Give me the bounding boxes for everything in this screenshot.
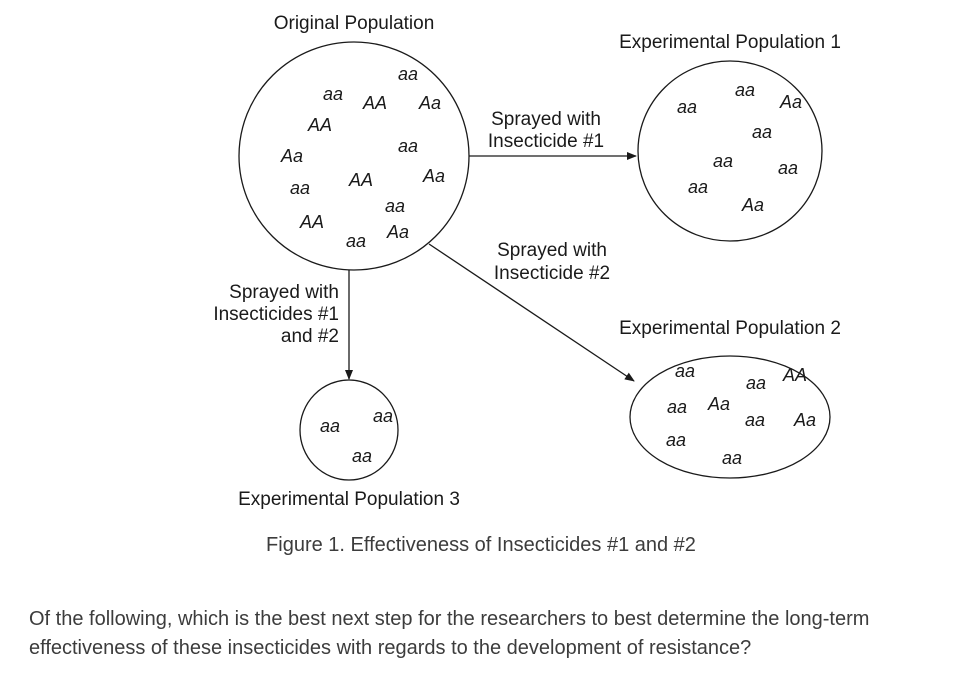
genotype: aa [675, 361, 695, 381]
experimental-population-3-title: Experimental Population 3 [238, 489, 460, 510]
genotype: aa [713, 151, 733, 171]
genotype: aa [722, 448, 742, 468]
genotype: aa [667, 397, 687, 417]
arrow-3-label-line-1: Sprayed with [229, 282, 339, 303]
genotype: aa [352, 446, 372, 466]
genotype: AA [782, 365, 807, 385]
experimental-population-2-circle [629, 355, 831, 479]
genotype: aa [398, 136, 418, 156]
genotype: AA [348, 170, 373, 190]
genotype: Aa [386, 222, 409, 242]
arrow-to-population-2 [428, 243, 635, 382]
genotype: aa [688, 177, 708, 197]
question-text: Of the following, which is the best next… [29, 608, 870, 659]
genotype: Aa [741, 195, 764, 215]
experimental-population-3-circle [299, 379, 399, 481]
experimental-population-1-title: Experimental Population 1 [619, 32, 841, 53]
experimental-population-1-genotypes: aa aa Aa aa aa aa aa Aa [677, 80, 802, 215]
genotype: aa [320, 416, 340, 436]
experimental-population-2-genotypes: aa aa AA aa Aa aa Aa aa aa [666, 361, 816, 468]
genotype: Aa [422, 166, 445, 186]
arrow-1-label-line-1: Sprayed with [491, 109, 601, 130]
genotype: Aa [418, 93, 441, 113]
genotype: AA [307, 115, 332, 135]
arrow-3-label-line-2: Insecticides #1 [213, 304, 339, 325]
experimental-population-1-circle [637, 60, 823, 242]
arrow-2-label-line-2: Insecticide #2 [494, 263, 610, 284]
genotype: aa [752, 122, 772, 142]
genotype: aa [745, 410, 765, 430]
genotype: Aa [793, 410, 816, 430]
genotype: AA [299, 212, 324, 232]
genotype: Aa [280, 146, 303, 166]
genotype: aa [746, 373, 766, 393]
genotype: aa [677, 97, 697, 117]
genotype: aa [373, 406, 393, 426]
genotype: aa [290, 178, 310, 198]
genotype: Aa [707, 394, 730, 414]
population-diagram: Original Population aa aa AA Aa AA aa Aa… [213, 13, 841, 510]
arrow-1-label-line-2: Insecticide #1 [488, 131, 604, 152]
experimental-population-3-genotypes: aa aa aa [320, 406, 393, 466]
genotype: aa [735, 80, 755, 100]
arrow-3-label-line-3: and #2 [281, 326, 339, 347]
genotype: aa [398, 64, 418, 84]
genotype: aa [778, 158, 798, 178]
original-population-title: Original Population [274, 13, 435, 34]
genotype: aa [346, 231, 366, 251]
genotype: Aa [779, 92, 802, 112]
genotype: aa [323, 84, 343, 104]
figure-caption: Figure 1. Effectiveness of Insecticides … [266, 534, 696, 556]
genotype: aa [666, 430, 686, 450]
experimental-population-2-title: Experimental Population 2 [619, 318, 841, 339]
arrow-2-label-line-1: Sprayed with [497, 240, 607, 261]
genotype: AA [362, 93, 387, 113]
genotype: aa [385, 196, 405, 216]
original-population-genotypes: aa aa AA Aa AA aa Aa aa AA Aa aa AA aa A… [280, 64, 445, 251]
